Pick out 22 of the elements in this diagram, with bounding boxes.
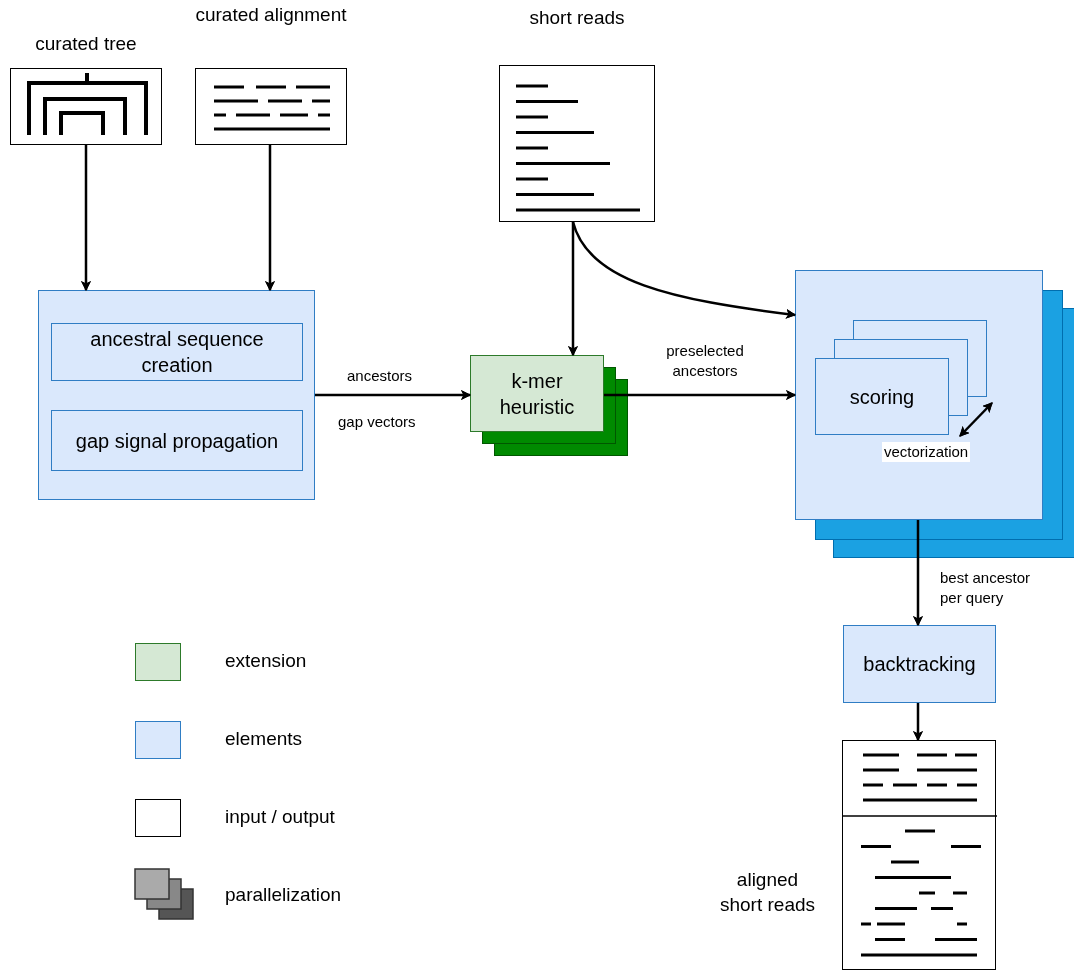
legend-label: parallelization bbox=[225, 884, 342, 906]
heading-text: curated tree bbox=[34, 32, 138, 56]
box-label: backtracking bbox=[863, 652, 976, 677]
heading-text: curated alignment bbox=[195, 3, 347, 27]
arrow bbox=[315, 390, 471, 400]
arrow bbox=[81, 145, 91, 291]
legend-label: input / output bbox=[225, 806, 335, 828]
heading-text: aligned short reads bbox=[718, 868, 816, 917]
box-label: gap signal propagation bbox=[75, 428, 279, 454]
box-label: scoring bbox=[849, 384, 915, 410]
arrow bbox=[571, 221, 796, 319]
arrow bbox=[913, 520, 923, 626]
arrow bbox=[265, 145, 275, 291]
box-label: k-mer heuristic bbox=[498, 368, 576, 420]
legend-label: elements bbox=[225, 728, 303, 750]
arrow bbox=[913, 703, 923, 741]
arrow bbox=[568, 222, 578, 356]
legend-label: extension bbox=[225, 650, 307, 672]
arrow bbox=[604, 390, 796, 400]
annotation-label: vectorization bbox=[882, 442, 971, 462]
box-label: ancestral sequence creation bbox=[89, 327, 265, 378]
heading-text: short reads bbox=[528, 6, 626, 30]
